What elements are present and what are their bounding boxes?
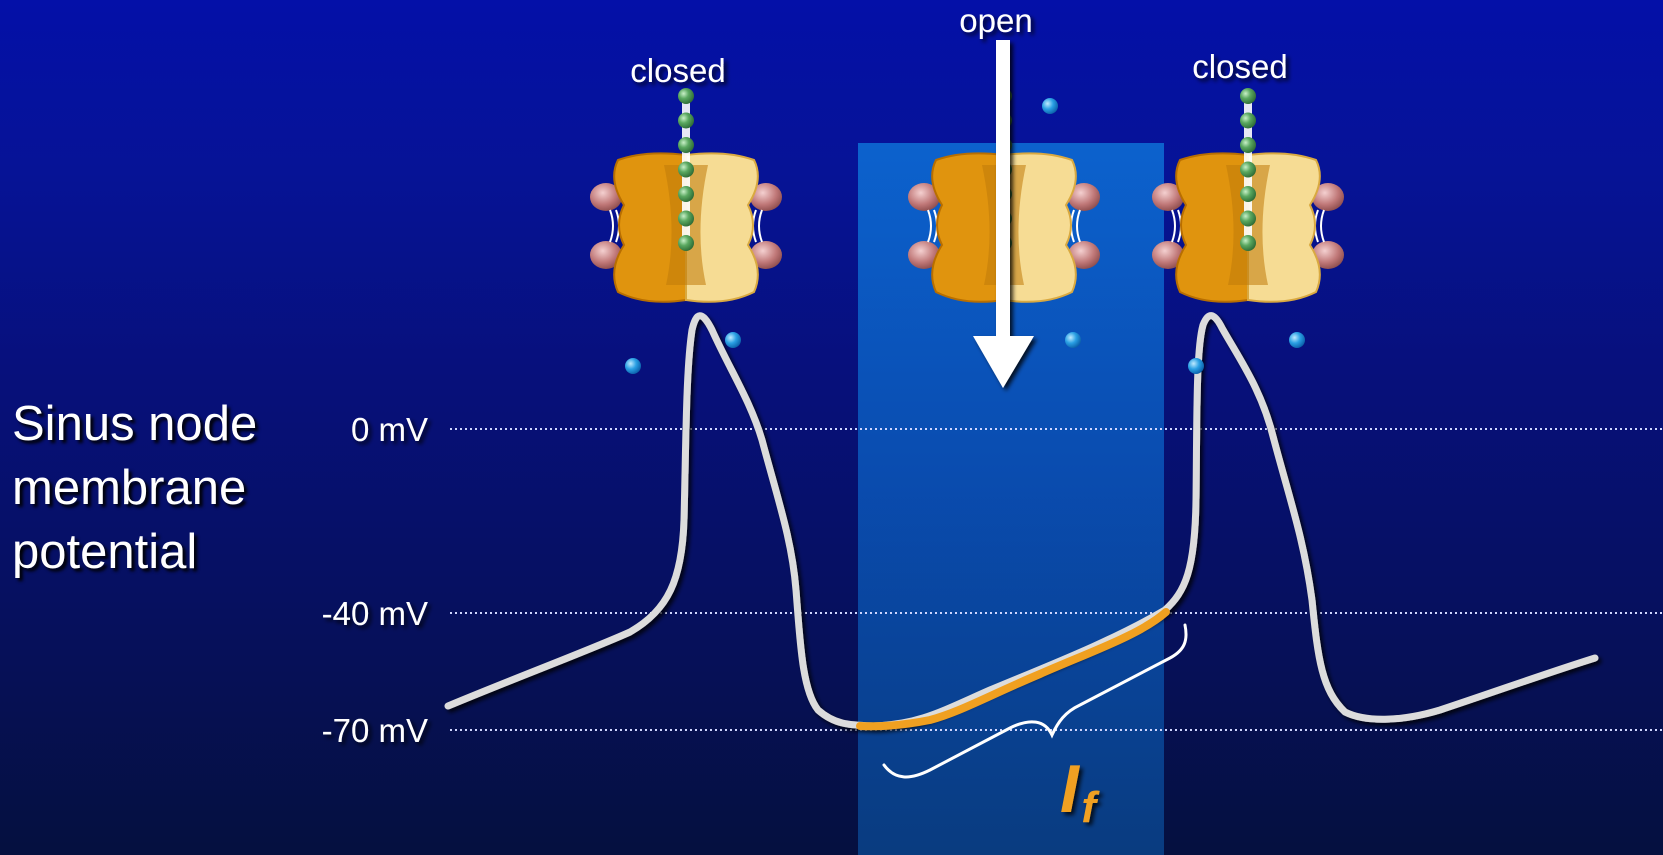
gate-bead [678,210,694,227]
current-subscript: f [1081,783,1100,832]
lipid-head [1312,183,1344,211]
voltage-labels: 0 mV -40 mV -70 mV [322,411,428,749]
ion-channels: closed open closed [590,2,1344,303]
membrane-potential-trace [444,312,1599,730]
current-label: I f [1060,751,1100,832]
lipid-head [908,183,940,211]
lipid-head [1068,241,1100,269]
ions [625,98,1305,374]
voltage-label: -40 mV [322,595,428,632]
ion-channel: closed [590,52,782,303]
title-line-3: potential [12,525,198,579]
lipid-head [1068,183,1100,211]
lipid-head [1152,183,1184,211]
lipid-head [750,241,782,269]
gate-bead [1240,235,1256,251]
gate-bead [1240,137,1256,153]
gate-bead [1240,161,1256,178]
current-symbol: I [1060,751,1081,827]
gate-bead [678,88,694,104]
lipid-head [908,241,940,269]
channel-state-label: closed [630,52,725,89]
channel-subunit [1175,152,1249,303]
ion [1042,98,1058,114]
gate-bead [678,186,694,202]
channel-subunit [1003,152,1077,303]
ion [1289,332,1305,348]
gate-bead [1240,210,1256,227]
voltage-label: 0 mV [351,411,428,448]
lipid-tail [609,209,620,243]
gate-bead [1240,186,1256,202]
ion [1065,332,1081,348]
lipid-head [1152,241,1184,269]
channel-subunit [685,152,759,303]
ion [625,358,641,374]
channel-state-label: closed [1192,48,1287,85]
lipid-head [750,183,782,211]
funny-current-segment [856,608,1170,731]
ion-channel: closed [1152,48,1344,303]
gate-bead [678,112,694,129]
title-line-1: Sinus node [12,397,258,451]
title: Sinus node membrane potential [12,392,257,584]
lipid-tail [1314,209,1325,243]
ion [1188,358,1204,374]
gate-bead [678,235,694,251]
ion [725,332,741,348]
gate-bead [678,161,694,178]
lipid-tail [1171,209,1182,243]
lipid-head [1312,241,1344,269]
gate-bead [1240,88,1256,104]
ion-flow-arrow [973,40,1034,388]
channel-state-label: open [959,2,1032,39]
gate-bead [1240,112,1256,129]
channel-subunit [1247,152,1321,303]
channel-subunit [931,152,1005,303]
channel-subunit [613,152,687,303]
title-line-2: membrane [12,461,247,515]
voltage-label: -70 mV [322,712,428,749]
lipid-head [590,183,622,211]
gate-bead [678,137,694,153]
lipid-tail [752,209,763,243]
brace [882,623,1188,779]
lipid-head [590,241,622,269]
reference-lines [450,428,1663,731]
